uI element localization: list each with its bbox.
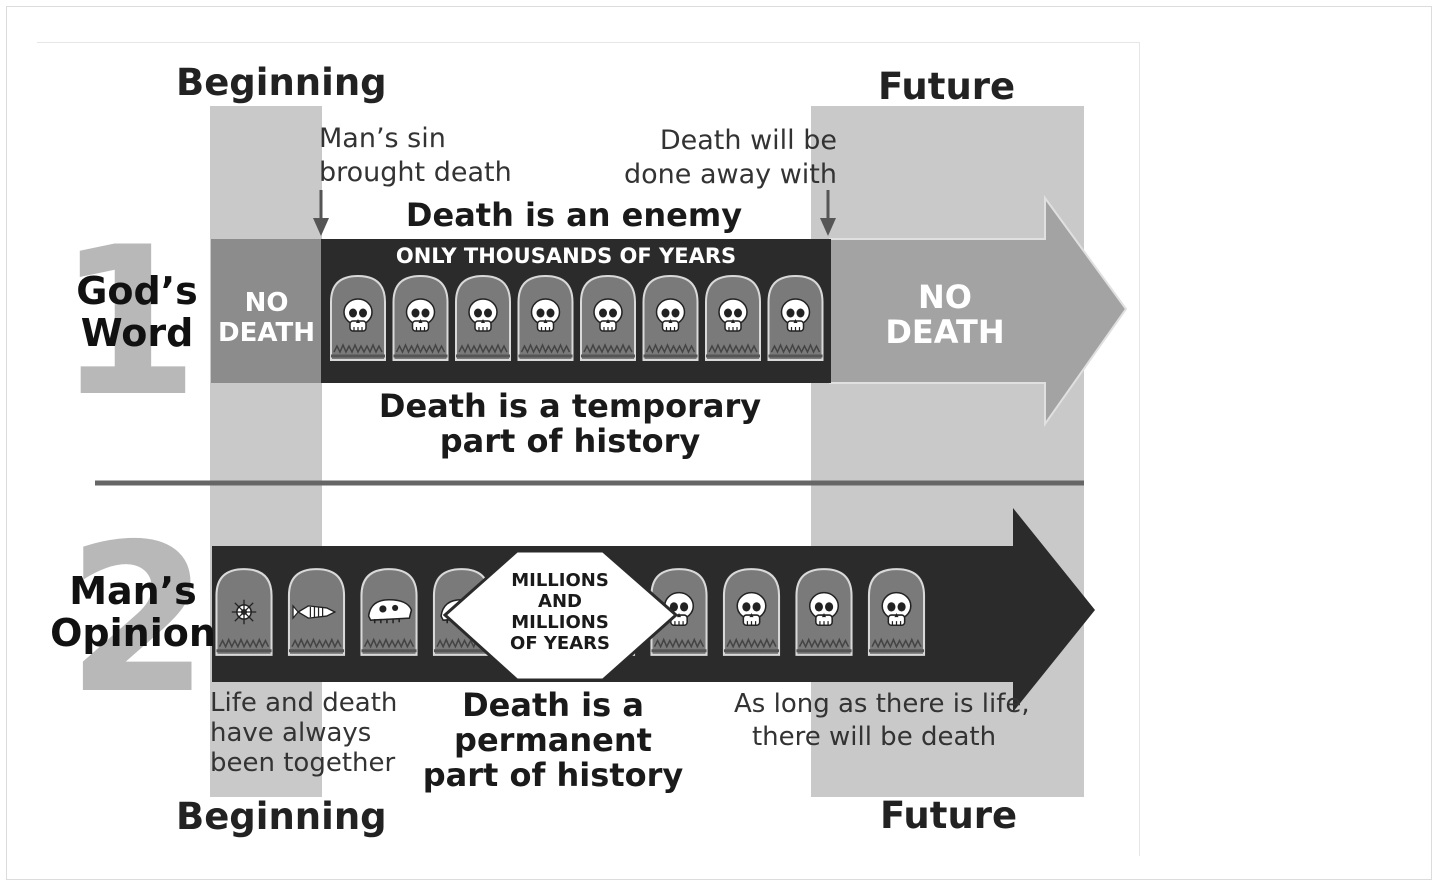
header-beginning-bottom: Beginning <box>176 795 387 838</box>
tombstone-human-skull <box>722 567 781 657</box>
sin-pointer-arrow <box>313 190 329 236</box>
view2-label-line2: Opinion <box>50 611 216 655</box>
millions-line4: OF YEARS <box>510 633 610 654</box>
future-caption-line1: Death will be <box>659 125 837 156</box>
tombstone-fish-fossil <box>287 567 346 657</box>
millions-line3: MILLIONS <box>511 612 609 633</box>
sin-caption: Man’s sin brought death <box>319 122 512 190</box>
tombstone-skull <box>704 274 762 362</box>
tombstone-skull <box>642 274 699 362</box>
view2-left-line3: been together <box>210 748 396 778</box>
view2-summary: Death is a permanent part of history <box>418 688 688 793</box>
view1-start-line2: DEATH <box>218 318 315 348</box>
view1-end-line2: DEATH <box>885 313 1005 351</box>
millions-line1: MILLIONS <box>511 570 609 591</box>
view2-left-line1: Life and death <box>210 688 398 718</box>
view1-start-label: NO DEATH <box>211 288 322 348</box>
tombstone-human-skull <box>867 567 926 657</box>
view1-summary: Death is a temporary part of history <box>360 389 780 459</box>
view2-left-line2: have always <box>210 718 372 748</box>
view1-summary-line2: part of history <box>439 422 701 460</box>
view1-summary-line1: Death is a temporary <box>378 387 762 425</box>
millions-line2: AND <box>538 591 582 612</box>
view1-label-line2: Word <box>80 311 194 355</box>
view2-label-line1: Man’s <box>69 569 197 613</box>
millions-badge <box>442 549 679 682</box>
view2-summary-line2: permanent <box>454 721 652 759</box>
view2-summary-line3: part of history <box>422 756 684 794</box>
tombstone-skull <box>767 274 824 362</box>
tombstone-skull <box>579 274 637 362</box>
tombstone-skull <box>392 274 449 362</box>
header-beginning-top: Beginning <box>176 61 387 104</box>
view2-summary-line1: Death is a <box>462 686 644 724</box>
tombstone-skull <box>517 274 574 362</box>
view1-end-label: NO DEATH <box>860 280 1030 350</box>
view2-right-caption: As long as there is life, there will be … <box>734 688 1030 754</box>
cell-fossil-icon <box>230 598 258 626</box>
view2-left-caption: Life and death have always been together <box>210 688 397 778</box>
tombstone-human-skull <box>794 567 854 657</box>
view1-label: God’s Word <box>62 270 212 354</box>
view1-future-arrow <box>829 194 1128 428</box>
view1-number: 1 <box>57 204 200 442</box>
sin-caption-line2: brought death <box>319 157 512 188</box>
enemy-title: Death is an enemy <box>405 196 743 234</box>
band-title: ONLY THOUSANDS OF YEARS <box>395 244 737 268</box>
future-caption-line2: done away with <box>624 159 837 190</box>
tombstone-skull <box>454 274 512 362</box>
sin-caption-line1: Man’s sin <box>319 123 446 154</box>
view1-start-band <box>211 239 322 383</box>
header-future-bottom: Future <box>880 794 1018 837</box>
tombstone-dinosaur-skull <box>359 567 419 657</box>
future-pointer-arrow <box>820 190 836 236</box>
view2-label: Man’s Opinion <box>48 570 218 654</box>
view1-end-line1: NO <box>918 278 972 316</box>
header-future-top: Future <box>878 65 1016 108</box>
tombstone-cell-fossil <box>214 567 274 657</box>
tombstone-skull <box>329 274 387 362</box>
view2-number: 2 <box>67 501 210 739</box>
future-caption: Death will be done away with <box>612 124 837 192</box>
view2-right-line1: As long as there is life, <box>734 689 1030 719</box>
view1-label-line1: God’s <box>76 269 198 313</box>
view1-start-line1: NO <box>244 288 289 318</box>
view2-right-line2: there will be death <box>751 722 997 752</box>
millions-text: MILLIONS AND MILLIONS OF YEARS <box>500 570 620 654</box>
